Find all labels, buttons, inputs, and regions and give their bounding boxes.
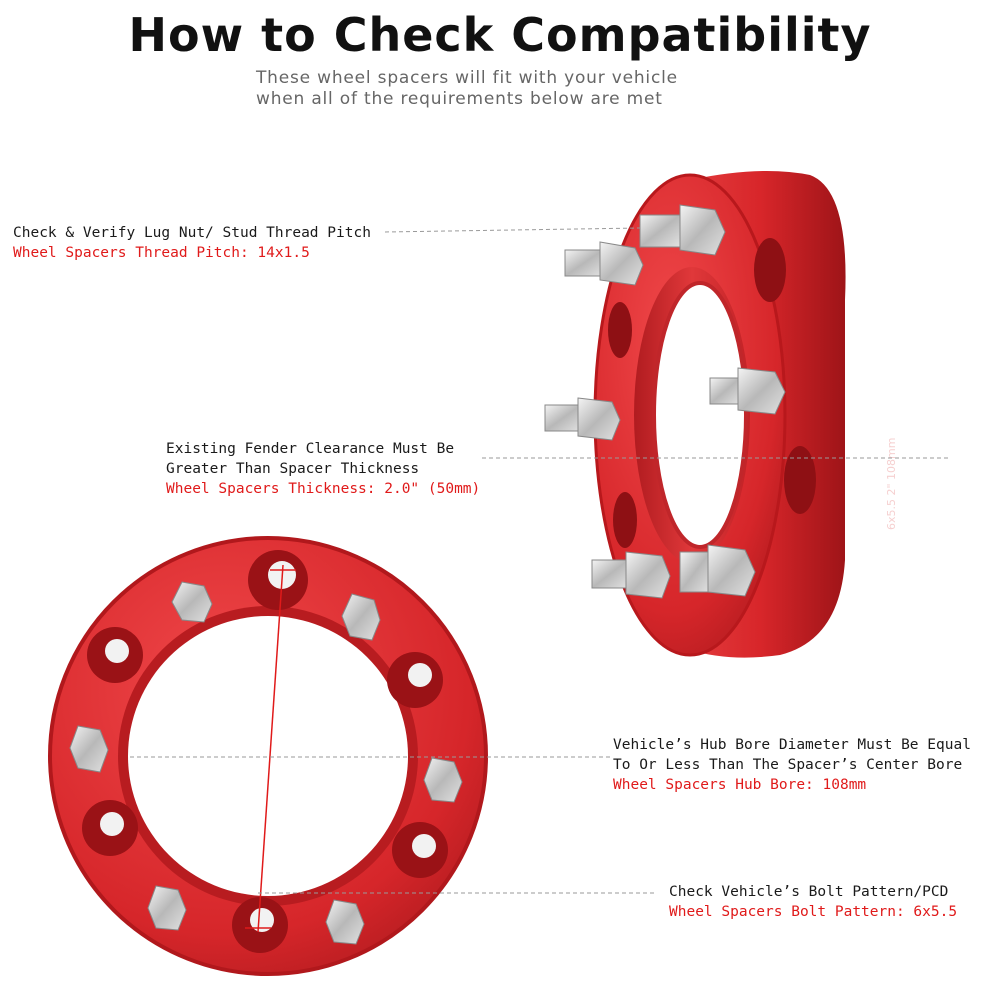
- thread-pitch-heading: Check & Verify Lug Nut/ Stud Thread Pitc…: [13, 225, 371, 241]
- callout-thickness: Existing Fender Clearance Must Be Greate…: [166, 439, 480, 499]
- stud-bolt-icon: [544, 204, 786, 599]
- spacer-engraving: 6x5.5 2" 108mm: [885, 438, 898, 530]
- hub-bore-heading-line-2: To Or Less Than The Spacer’s Center Bore: [613, 757, 963, 773]
- subtitle-line-2: when all of the requirements below are m…: [256, 89, 663, 109]
- bolt-pattern-spec: Wheel Spacers Bolt Pattern: 6x5.5: [669, 904, 958, 920]
- hub-bore-spec: Wheel Spacers Hub Bore: 108mm: [613, 777, 867, 793]
- thickness-heading-line-2: Greater Than Spacer Thickness: [166, 461, 420, 477]
- leader-lines: [130, 227, 950, 894]
- pcd-measure-line: [245, 564, 296, 933]
- page-subtitle: These wheel spacers will fit with your v…: [256, 68, 678, 110]
- callout-thread-pitch: Check & Verify Lug Nut/ Stud Thread Pitc…: [13, 223, 371, 263]
- thickness-spec: Wheel Spacers Thickness: 2.0" (50mm): [166, 481, 481, 497]
- page-title: How to Check Compatibility: [128, 8, 872, 62]
- subtitle-line-1: These wheel spacers will fit with your v…: [256, 68, 678, 88]
- spacer-front-view: [48, 536, 488, 976]
- spacer-side-view: 6x5.5 2" 108mm: [593, 171, 898, 658]
- bolt-pattern-heading: Check Vehicle’s Bolt Pattern/PCD: [669, 884, 949, 900]
- callout-hub-bore: Vehicle’s Hub Bore Diameter Must Be Equa…: [613, 735, 971, 795]
- callout-bolt-pattern: Check Vehicle’s Bolt Pattern/PCD Wheel S…: [669, 882, 957, 922]
- thickness-heading-line-1: Existing Fender Clearance Must Be: [166, 441, 455, 457]
- hub-bore-heading-line-1: Vehicle’s Hub Bore Diameter Must Be Equa…: [613, 737, 971, 753]
- lug-nut-icon: [69, 581, 463, 945]
- thread-pitch-spec: Wheel Spacers Thread Pitch: 14x1.5: [13, 245, 310, 261]
